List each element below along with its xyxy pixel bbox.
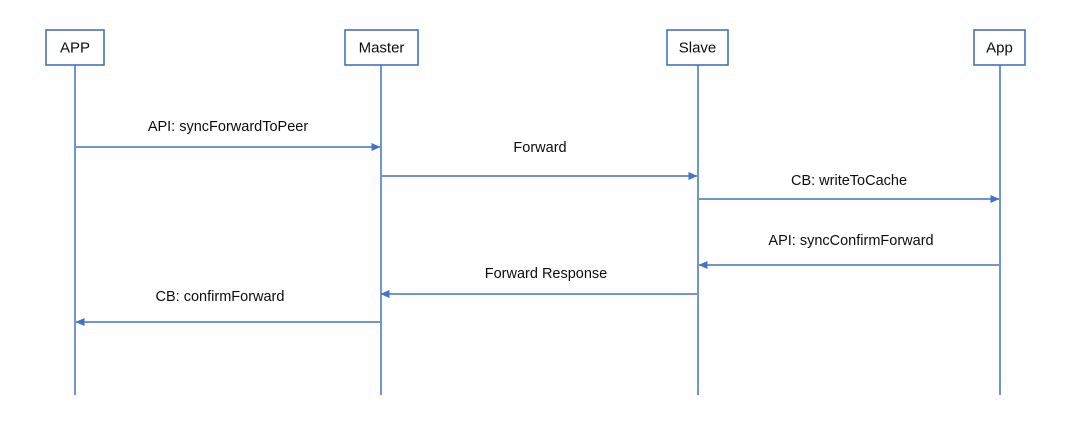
message-label-m6: CB: confirmForward	[156, 289, 285, 305]
participant-slave[interactable]: Slave	[666, 29, 729, 395]
message-label-m3: CB: writeToCache	[791, 173, 907, 189]
participant-box-app_left[interactable]	[45, 29, 105, 66]
message-label-m5: Forward Response	[485, 266, 608, 282]
participant-label-master: Master	[359, 39, 405, 56]
message-m3[interactable]: CB: writeToCache	[699, 173, 1000, 203]
lifelines-layer: APP Master Slave App	[45, 29, 1026, 395]
participant-box-master[interactable]	[344, 29, 419, 66]
message-m4[interactable]: API: syncConfirmForward	[698, 233, 999, 269]
participant-box-app_right[interactable]	[973, 29, 1026, 66]
participant-app_left[interactable]: APP	[45, 29, 105, 395]
message-m1[interactable]: API: syncForwardToPeer	[76, 119, 381, 151]
message-label-m4: API: syncConfirmForward	[768, 233, 933, 249]
message-label-m1: API: syncForwardToPeer	[148, 119, 309, 135]
message-m5[interactable]: Forward Response	[380, 266, 697, 298]
participant-box-slave[interactable]	[666, 29, 729, 66]
message-m2[interactable]: Forward	[382, 140, 698, 180]
participant-master[interactable]: Master	[344, 29, 419, 395]
participant-label-app_right: App	[986, 39, 1013, 56]
participant-app_right[interactable]: App	[973, 29, 1026, 395]
message-m6[interactable]: CB: confirmForward	[75, 289, 380, 326]
message-label-m2: Forward	[513, 140, 566, 156]
participant-label-slave: Slave	[679, 39, 717, 56]
participant-label-app_left: APP	[60, 39, 90, 56]
